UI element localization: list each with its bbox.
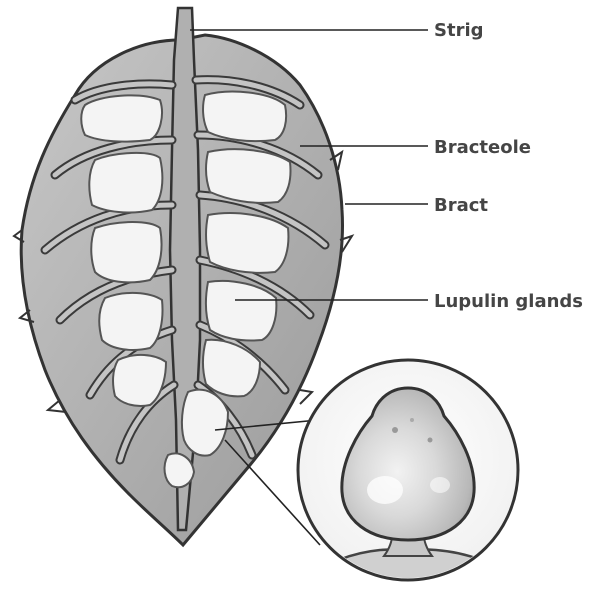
magnified-lupulin-gland [340, 386, 476, 542]
leader-lines [190, 29, 428, 546]
label-strig: Strig [434, 20, 484, 41]
zoom-line-top [214, 419, 319, 431]
lupulin-glands-right [163, 90, 292, 489]
label-lupulin-glands: Lupulin glands [434, 291, 583, 312]
magnified-gland-group [300, 386, 516, 578]
gland-highlight-small [430, 477, 450, 493]
zoom-line-bottom [224, 439, 321, 546]
lupulin-glands-left [80, 94, 168, 407]
label-bracteole: Bracteole [434, 137, 531, 158]
bract-edge-serrations [12, 149, 355, 413]
gland-highlight [367, 476, 403, 504]
label-bract: Bract [434, 195, 488, 216]
